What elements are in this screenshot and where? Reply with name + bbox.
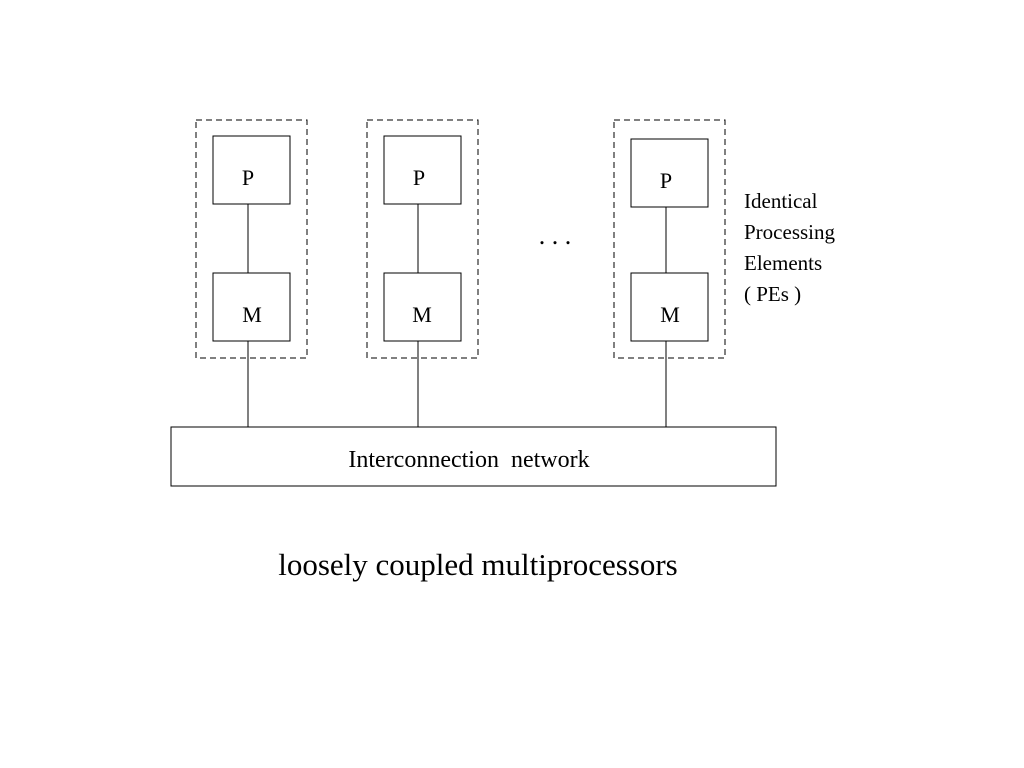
memory-box xyxy=(212,272,291,342)
interconnection-network: Interconnection network xyxy=(170,426,777,487)
memory-label: M xyxy=(242,302,262,327)
processor-box xyxy=(630,138,709,208)
memory-box xyxy=(383,272,462,342)
processor-label: P xyxy=(413,165,425,190)
pe-dashed-boundary xyxy=(613,119,726,359)
pe-annotation-line-2: Processing xyxy=(744,220,835,244)
memory-label: M xyxy=(660,302,680,327)
diagram-caption: loosely coupled multiprocessors xyxy=(278,547,678,582)
ellipsis: . . . xyxy=(539,221,572,250)
pe-dashed-boundary xyxy=(195,119,308,359)
pe-annotation-line-4: ( PEs ) xyxy=(744,282,801,306)
network-label: Interconnection network xyxy=(348,447,589,473)
processor-label: P xyxy=(242,165,254,190)
processor-box xyxy=(212,135,291,205)
network-box xyxy=(170,426,777,487)
pe-annotation: Identical Processing Elements ( PEs ) xyxy=(744,189,835,306)
processor-box xyxy=(383,135,462,205)
processor-label: P xyxy=(660,168,672,193)
pe-group-2: P M xyxy=(366,119,479,427)
pe-annotation-line-1: Identical xyxy=(744,189,818,213)
pe-annotation-line-3: Elements xyxy=(744,251,822,275)
pe-group-1: P M xyxy=(195,119,308,427)
memory-label: M xyxy=(412,302,432,327)
memory-box xyxy=(630,272,709,342)
pe-dashed-boundary xyxy=(366,119,479,359)
pe-group-3: P M xyxy=(613,119,726,427)
